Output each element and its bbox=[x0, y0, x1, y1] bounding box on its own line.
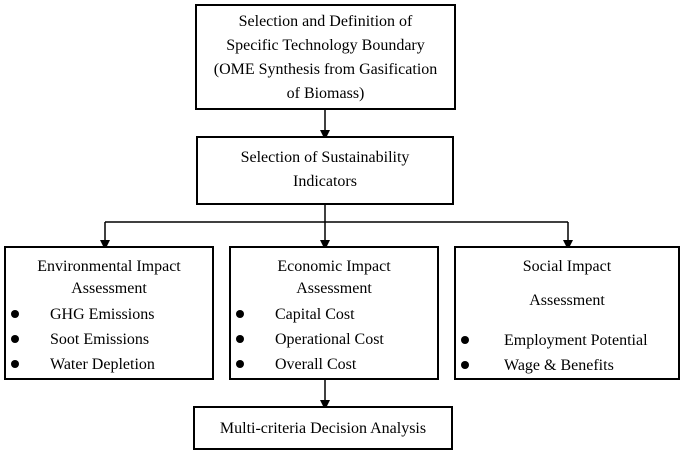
bullet-icon bbox=[11, 335, 19, 343]
boundary-line-4: of Biomass) bbox=[286, 85, 365, 102]
indicators-line-1: Selection of Sustainability bbox=[240, 149, 410, 166]
social-item-wage: Wage & Benefits bbox=[504, 357, 614, 374]
environmental-item-ghg: GHG Emissions bbox=[50, 306, 155, 323]
mcda-box: Multi-criteria Decision Analysis bbox=[193, 406, 453, 450]
environmental-list: GHG Emissions Soot Emissions Water Deple… bbox=[6, 302, 212, 377]
economic-item-capital: Capital Cost bbox=[275, 306, 355, 323]
technology-boundary-box: Selection and Definition of Specific Tec… bbox=[195, 4, 456, 110]
environmental-impact-box: Environmental Impact Assessment GHG Emis… bbox=[4, 246, 214, 380]
list-item: Soot Emissions bbox=[6, 327, 212, 352]
environmental-item-water: Water Depletion bbox=[50, 356, 155, 373]
social-heading-line-2: Assessment bbox=[529, 292, 605, 309]
bullet-icon bbox=[461, 361, 469, 369]
boundary-line-3: (OME Synthesis from Gasification bbox=[213, 61, 438, 78]
list-item: Water Depletion bbox=[6, 352, 212, 377]
list-item: Operational Cost bbox=[231, 327, 437, 352]
bullet-icon bbox=[236, 360, 244, 368]
mcda-label: Multi-criteria Decision Analysis bbox=[219, 420, 427, 437]
bullet-icon bbox=[461, 336, 469, 344]
economic-impact-box: Economic Impact Assessment Capital Cost … bbox=[229, 246, 439, 380]
sustainability-indicators-box: Selection of Sustainability Indicators bbox=[196, 136, 454, 205]
list-item: Capital Cost bbox=[231, 302, 437, 327]
economic-item-operational: Operational Cost bbox=[275, 331, 384, 348]
social-impact-box: Social Impact Assessment Employment Pote… bbox=[454, 246, 680, 380]
list-item: Wage & Benefits bbox=[456, 353, 678, 378]
social-heading-line-1: Social Impact bbox=[522, 258, 612, 275]
environmental-heading-line-1: Environmental Impact bbox=[37, 258, 181, 275]
economic-heading: Economic Impact Assessment bbox=[231, 248, 437, 300]
bullet-icon bbox=[11, 360, 19, 368]
bullet-icon bbox=[236, 335, 244, 343]
boundary-line-1: Selection and Definition of bbox=[238, 13, 413, 30]
social-list: Employment Potential Wage & Benefits bbox=[456, 328, 678, 378]
social-heading: Social Impact Assessment bbox=[456, 248, 678, 318]
economic-heading-line-2: Assessment bbox=[296, 280, 372, 297]
economic-heading-line-1: Economic Impact bbox=[277, 258, 391, 275]
boundary-line-2: Specific Technology Boundary bbox=[226, 37, 425, 54]
bullet-icon bbox=[236, 310, 244, 318]
list-item: GHG Emissions bbox=[6, 302, 212, 327]
list-item: Employment Potential bbox=[456, 328, 678, 353]
environmental-heading: Environmental Impact Assessment bbox=[6, 248, 212, 300]
environmental-heading-line-2: Assessment bbox=[71, 280, 147, 297]
economic-item-overall: Overall Cost bbox=[275, 356, 357, 373]
economic-list: Capital Cost Operational Cost Overall Co… bbox=[231, 302, 437, 377]
environmental-item-soot: Soot Emissions bbox=[50, 331, 150, 348]
bullet-icon bbox=[11, 310, 19, 318]
list-item: Overall Cost bbox=[231, 352, 437, 377]
indicators-line-2: Indicators bbox=[293, 173, 357, 190]
social-item-employment: Employment Potential bbox=[504, 332, 648, 349]
